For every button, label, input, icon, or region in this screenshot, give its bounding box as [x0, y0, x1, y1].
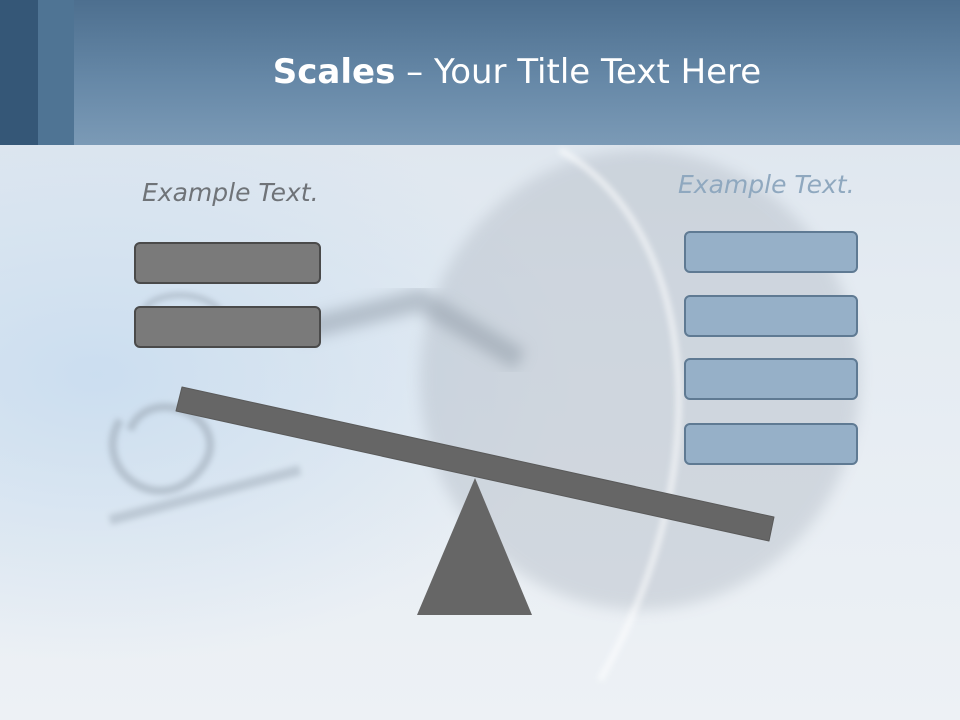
right-example-text[interactable]: Example Text.	[678, 170, 855, 199]
header-accent	[38, 0, 74, 145]
header-band	[0, 0, 960, 145]
right-box[interactable]	[684, 295, 858, 337]
title-bold: Scales	[272, 52, 396, 92]
left-box[interactable]	[134, 242, 321, 284]
header-accent	[0, 0, 38, 145]
right-box[interactable]	[684, 358, 858, 400]
slide-title[interactable]: Scales – Your Title Text Here	[74, 52, 960, 92]
right-box[interactable]	[684, 423, 858, 465]
left-box[interactable]	[134, 306, 321, 348]
title-rest: – Your Title Text Here	[395, 52, 762, 92]
left-example-text[interactable]: Example Text.	[142, 178, 319, 207]
fulcrum[interactable]	[417, 478, 532, 615]
right-box[interactable]	[684, 231, 858, 273]
seesaw-beam[interactable]	[175, 386, 775, 542]
